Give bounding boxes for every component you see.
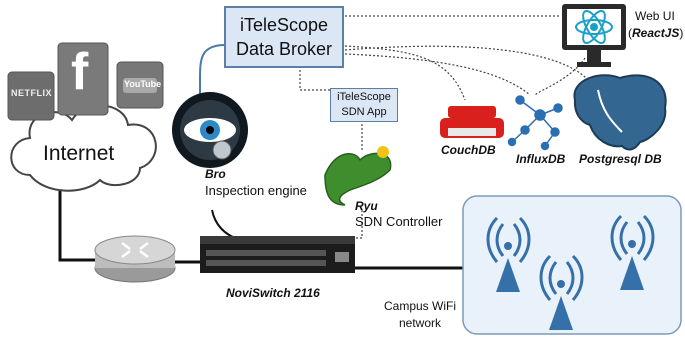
data-broker-line2: Data Broker — [235, 39, 333, 59]
data-broker-line1: iTeleScope — [239, 15, 329, 35]
couchdb-icon — [440, 106, 504, 138]
link-ryu-switch — [310, 210, 363, 239]
ryu-name-label: Ryu — [355, 199, 378, 213]
link-bro-switch — [211, 209, 241, 241]
netflix-icon — [7, 71, 55, 121]
router-icon — [94, 235, 176, 283]
physical-links — [58, 185, 465, 270]
web-ui-label: Web UI — [635, 9, 675, 23]
internet-cloud — [10, 104, 157, 192]
data-broker-box: iTeleScope Data Broker — [224, 6, 344, 68]
internet-label: Internet — [43, 142, 115, 165]
postgresql-icon — [573, 74, 667, 151]
wifi-label-line2: network — [398, 316, 442, 330]
link-broker-bro — [199, 44, 226, 100]
sdn-app-box: iTeleScope SDN App — [330, 88, 398, 122]
bro-desc-label: Inspection engine — [205, 183, 307, 198]
couchdb-label: CouchDB — [441, 143, 496, 157]
link-broker-influxdb — [344, 53, 531, 96]
wifi-ap-icon — [610, 214, 655, 290]
influxdb-icon — [507, 95, 563, 151]
sdn-app-line2: SDN App — [341, 106, 387, 118]
influxdb-label: InfluxDB — [516, 152, 566, 166]
facebook-icon — [57, 42, 109, 116]
react-icon — [575, 10, 613, 44]
reactjs-name: ReactJS — [632, 26, 680, 40]
wifi-label: Campus WiFi network — [384, 298, 456, 332]
youtube-icon — [116, 61, 164, 109]
link-broker-postgres — [344, 45, 589, 81]
bro-name-label: Bro — [205, 167, 226, 181]
reactjs-label: (ReactJS) — [628, 26, 684, 40]
netflix-label: NETFLIX — [11, 88, 52, 98]
noviswitch-icon — [200, 236, 355, 273]
ryu-desc-label: SDN Controller — [355, 214, 443, 229]
switch-label: NoviSwitch 2116 — [226, 286, 320, 300]
wifi-ap-icon — [486, 216, 531, 292]
bro-eye-icon — [172, 92, 248, 168]
youtube-label: YouTube — [124, 79, 162, 89]
wifi-ap-icon — [539, 254, 584, 330]
link-broker-sdnapp — [299, 66, 330, 91]
link-internet-router — [58, 185, 95, 262]
postgresql-label: Postgresql DB — [579, 152, 662, 166]
facebook-label: f — [71, 43, 89, 101]
wifi-label-line1: Campus WiFi — [384, 299, 457, 313]
monitor-icon — [562, 4, 626, 67]
sdn-app-line1: iTeleScope — [337, 91, 391, 103]
dotted-links — [299, 15, 589, 239]
ryu-dragon-icon — [324, 146, 392, 206]
campus-wifi-area — [462, 195, 682, 335]
